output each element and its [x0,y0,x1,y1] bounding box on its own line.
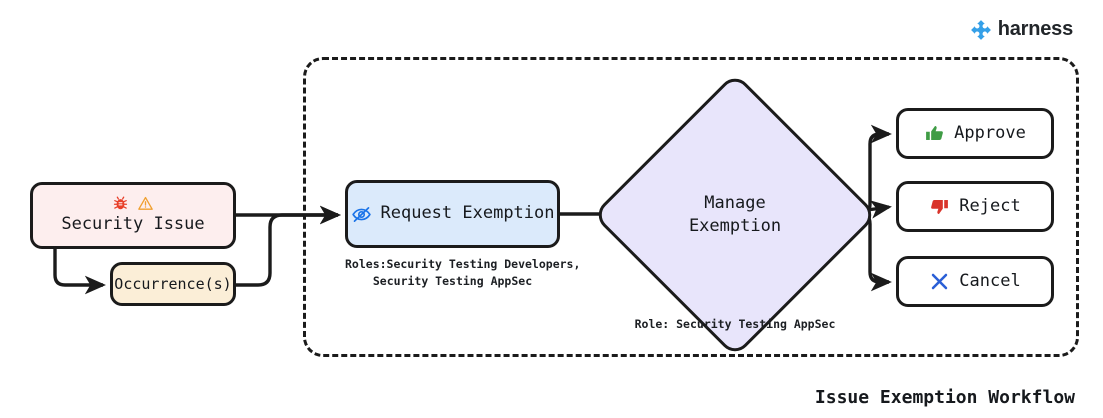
node-manage-exemption-label-line2: Exemption [688,216,782,236]
harness-diamond-logo [970,19,991,40]
node-security-issue[interactable]: Security Issue [30,182,236,249]
node-cancel-label: Cancel [959,270,1021,291]
warning-triangle-icon [138,197,153,211]
node-occurrences-label: Occurrence(s) [114,274,232,293]
node-security-issue-label: Security Issue [61,214,205,235]
request-exemption-roles-caption: Roles:Security Testing Developers, Secur… [345,257,581,288]
node-occurrences[interactable]: Occurrence(s) [110,262,236,306]
node-manage-exemption[interactable]: Manage Exemption [592,72,878,358]
eye-slash-icon [351,206,371,222]
node-approve[interactable]: Approve [896,108,1054,159]
node-reject[interactable]: Reject [896,181,1054,232]
manage-exemption-role-caption: Role: Security Testing AppSec [634,317,836,331]
security-issue-icons [112,195,154,212]
diagram-title: Issue Exemption Workflow [814,387,1075,408]
harness-brand: harness [970,18,1073,41]
node-request-exemption-label: Request Exemption [380,203,555,224]
cross-x-icon [932,273,948,290]
node-cancel[interactable]: Cancel [896,256,1054,307]
manage-exemption-label-group: Manage Exemption [634,114,836,316]
thumbs-up-icon [926,125,944,140]
bug-icon [113,196,128,210]
exemption-group-container [303,57,1079,357]
thumbs-down-icon [931,200,949,215]
node-request-exemption[interactable]: Request Exemption [345,180,560,248]
edge-security-issue-to-occurrences [53,249,106,295]
node-manage-exemption-label-line1: Manage [704,193,766,214]
node-reject-label: Reject [959,195,1021,216]
harness-brand-text: harness [997,18,1074,40]
node-approve-label: Approve [954,122,1026,143]
